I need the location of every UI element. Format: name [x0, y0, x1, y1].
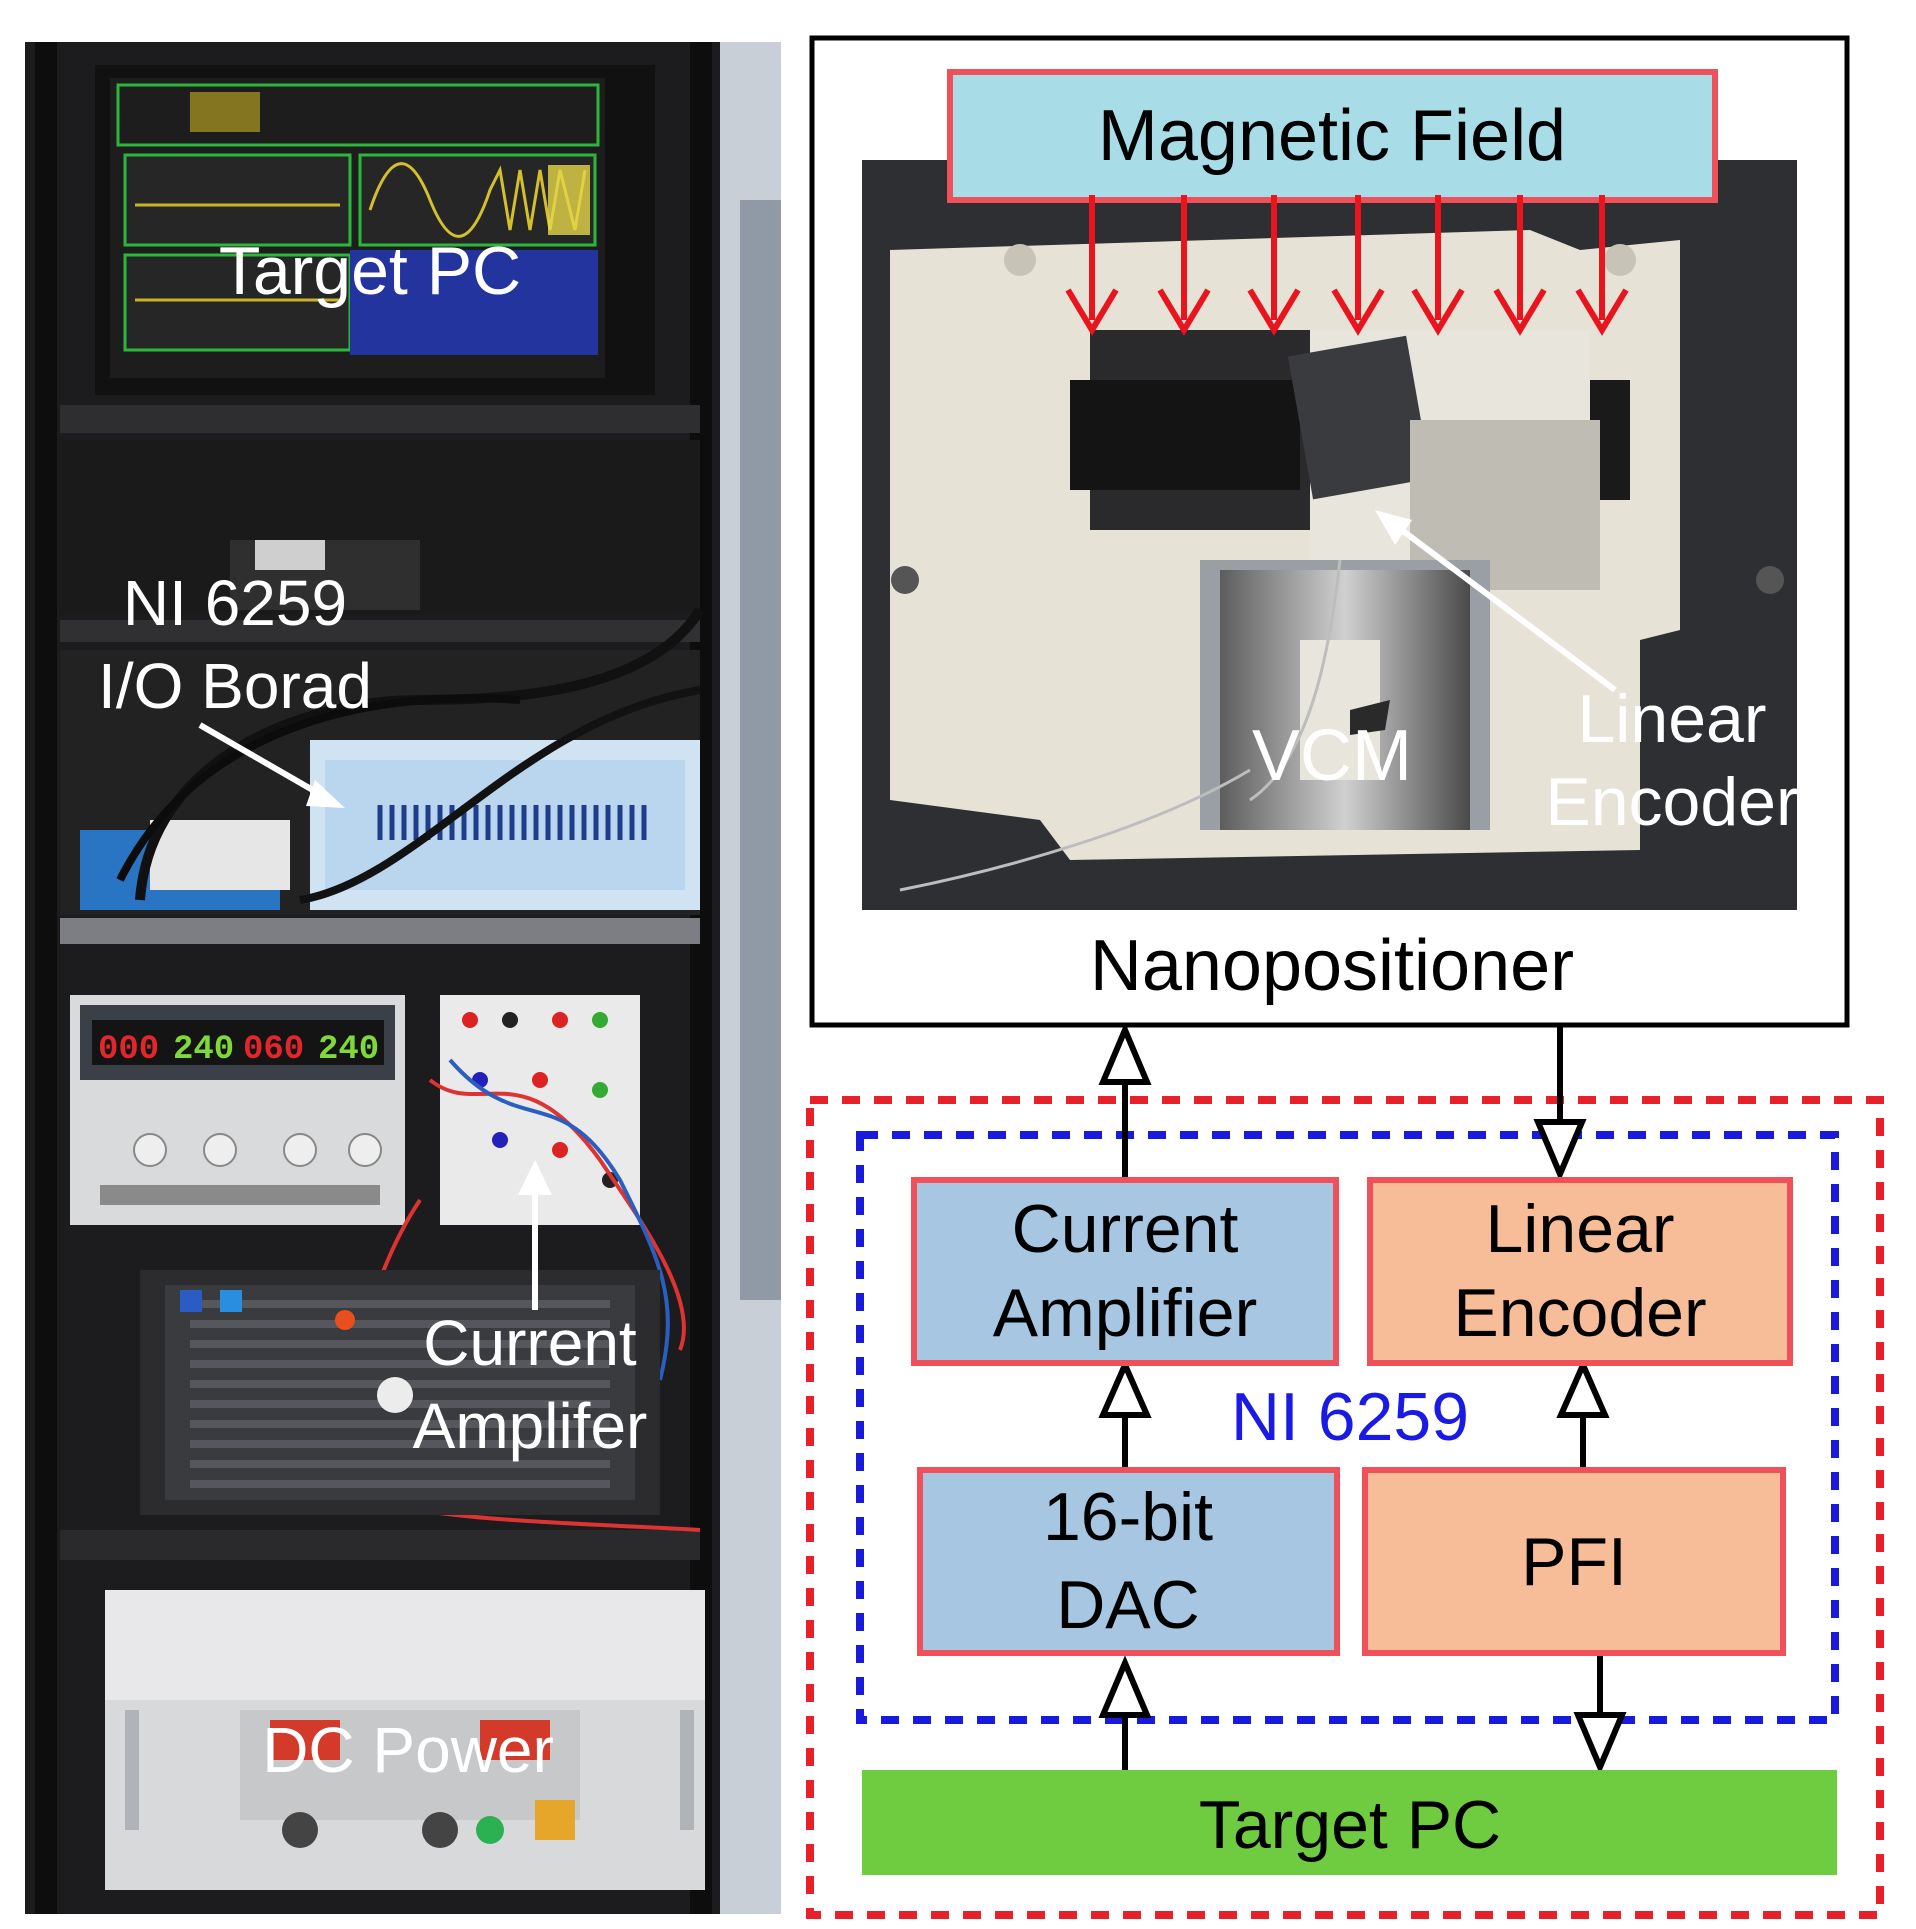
- rack-label-amplifier-line2: Amplifer: [413, 1390, 648, 1462]
- magnetic-field-arrows: [1065, 195, 1629, 336]
- rack-label-dc-power: DC Power: [262, 1714, 554, 1786]
- dac-label-line2: DAC: [1056, 1567, 1200, 1643]
- dac-box: [917, 1467, 1340, 1656]
- nanopositioner-block: Magnetic Field VCM Linear Encoder Nanopo…: [809, 35, 1850, 1028]
- ps-display-2: 240: [173, 1031, 234, 1069]
- target-pc-bar: [862, 1770, 1837, 1875]
- current-amplifier-box: [911, 1177, 1339, 1366]
- ni-dashed-frame: [856, 1131, 1839, 1724]
- ps-display-3: 060: [243, 1031, 304, 1069]
- magnetic-field-label: Magnetic Field: [1098, 96, 1566, 176]
- ni-group-label: NI 6259: [1231, 1379, 1469, 1455]
- rack-label-amplifier-line1: Current: [423, 1307, 637, 1379]
- magnetic-field-box: [947, 69, 1718, 203]
- linear-encoder-label-line2: Encoder: [1453, 1275, 1706, 1351]
- positioner-label-vcm: VCM: [1252, 716, 1412, 796]
- nanopositioner-label: Nanopositioner: [1090, 926, 1574, 1006]
- linear-encoder-label-line1: Linear: [1485, 1191, 1674, 1267]
- target-pc-label: Target PC: [1199, 1787, 1501, 1863]
- arrow-pc-to-dac: [1098, 1655, 1152, 1718]
- ni-block-diagram: Current Amplifier Linear Encoder NI 6259…: [806, 1022, 1884, 1919]
- signal-arrows: [1098, 1022, 1627, 1775]
- ni-board-connector: [377, 805, 647, 840]
- outer-dashed-frame: [806, 1096, 1884, 1919]
- ni-board-pointer-arrow: [198, 722, 332, 803]
- positioner-photo: [862, 160, 1797, 910]
- waveform-trace: [368, 162, 587, 238]
- pfi-box: [1362, 1467, 1786, 1656]
- linear-encoder-box: [1367, 1177, 1793, 1366]
- pfi-label: PFI: [1521, 1524, 1627, 1600]
- rack-photo: 000 240 060 240: [25, 42, 781, 1914]
- current-amplifier-label-line1: Current: [1012, 1191, 1239, 1267]
- rack-label-ni-board-line1: NI 6259: [123, 567, 347, 639]
- encoder-pointer-arrow: [1393, 522, 1617, 693]
- rack-label-target-pc: Target PC: [219, 233, 521, 309]
- positioner-label-encoder-line1: Linear: [1577, 681, 1766, 757]
- positioner-label-encoder-line2: Encoder: [1545, 764, 1798, 840]
- ps-display-1: 000: [98, 1031, 159, 1069]
- arrow-dac-to-amp: [1098, 1357, 1152, 1418]
- arrow-positioner-to-encoder: [1533, 1119, 1587, 1182]
- arrow-pfi-to-pc: [1573, 1712, 1627, 1775]
- arrow-pfi-to-encoder: [1556, 1357, 1610, 1418]
- dac-label-line1: 16-bit: [1043, 1479, 1213, 1555]
- current-amplifier-label-line2: Amplifier: [993, 1275, 1258, 1351]
- arrow-amp-to-positioner: [1098, 1022, 1152, 1085]
- rack-label-ni-board-line2: I/O Borad: [98, 650, 372, 722]
- ps-display-4: 240: [318, 1031, 379, 1069]
